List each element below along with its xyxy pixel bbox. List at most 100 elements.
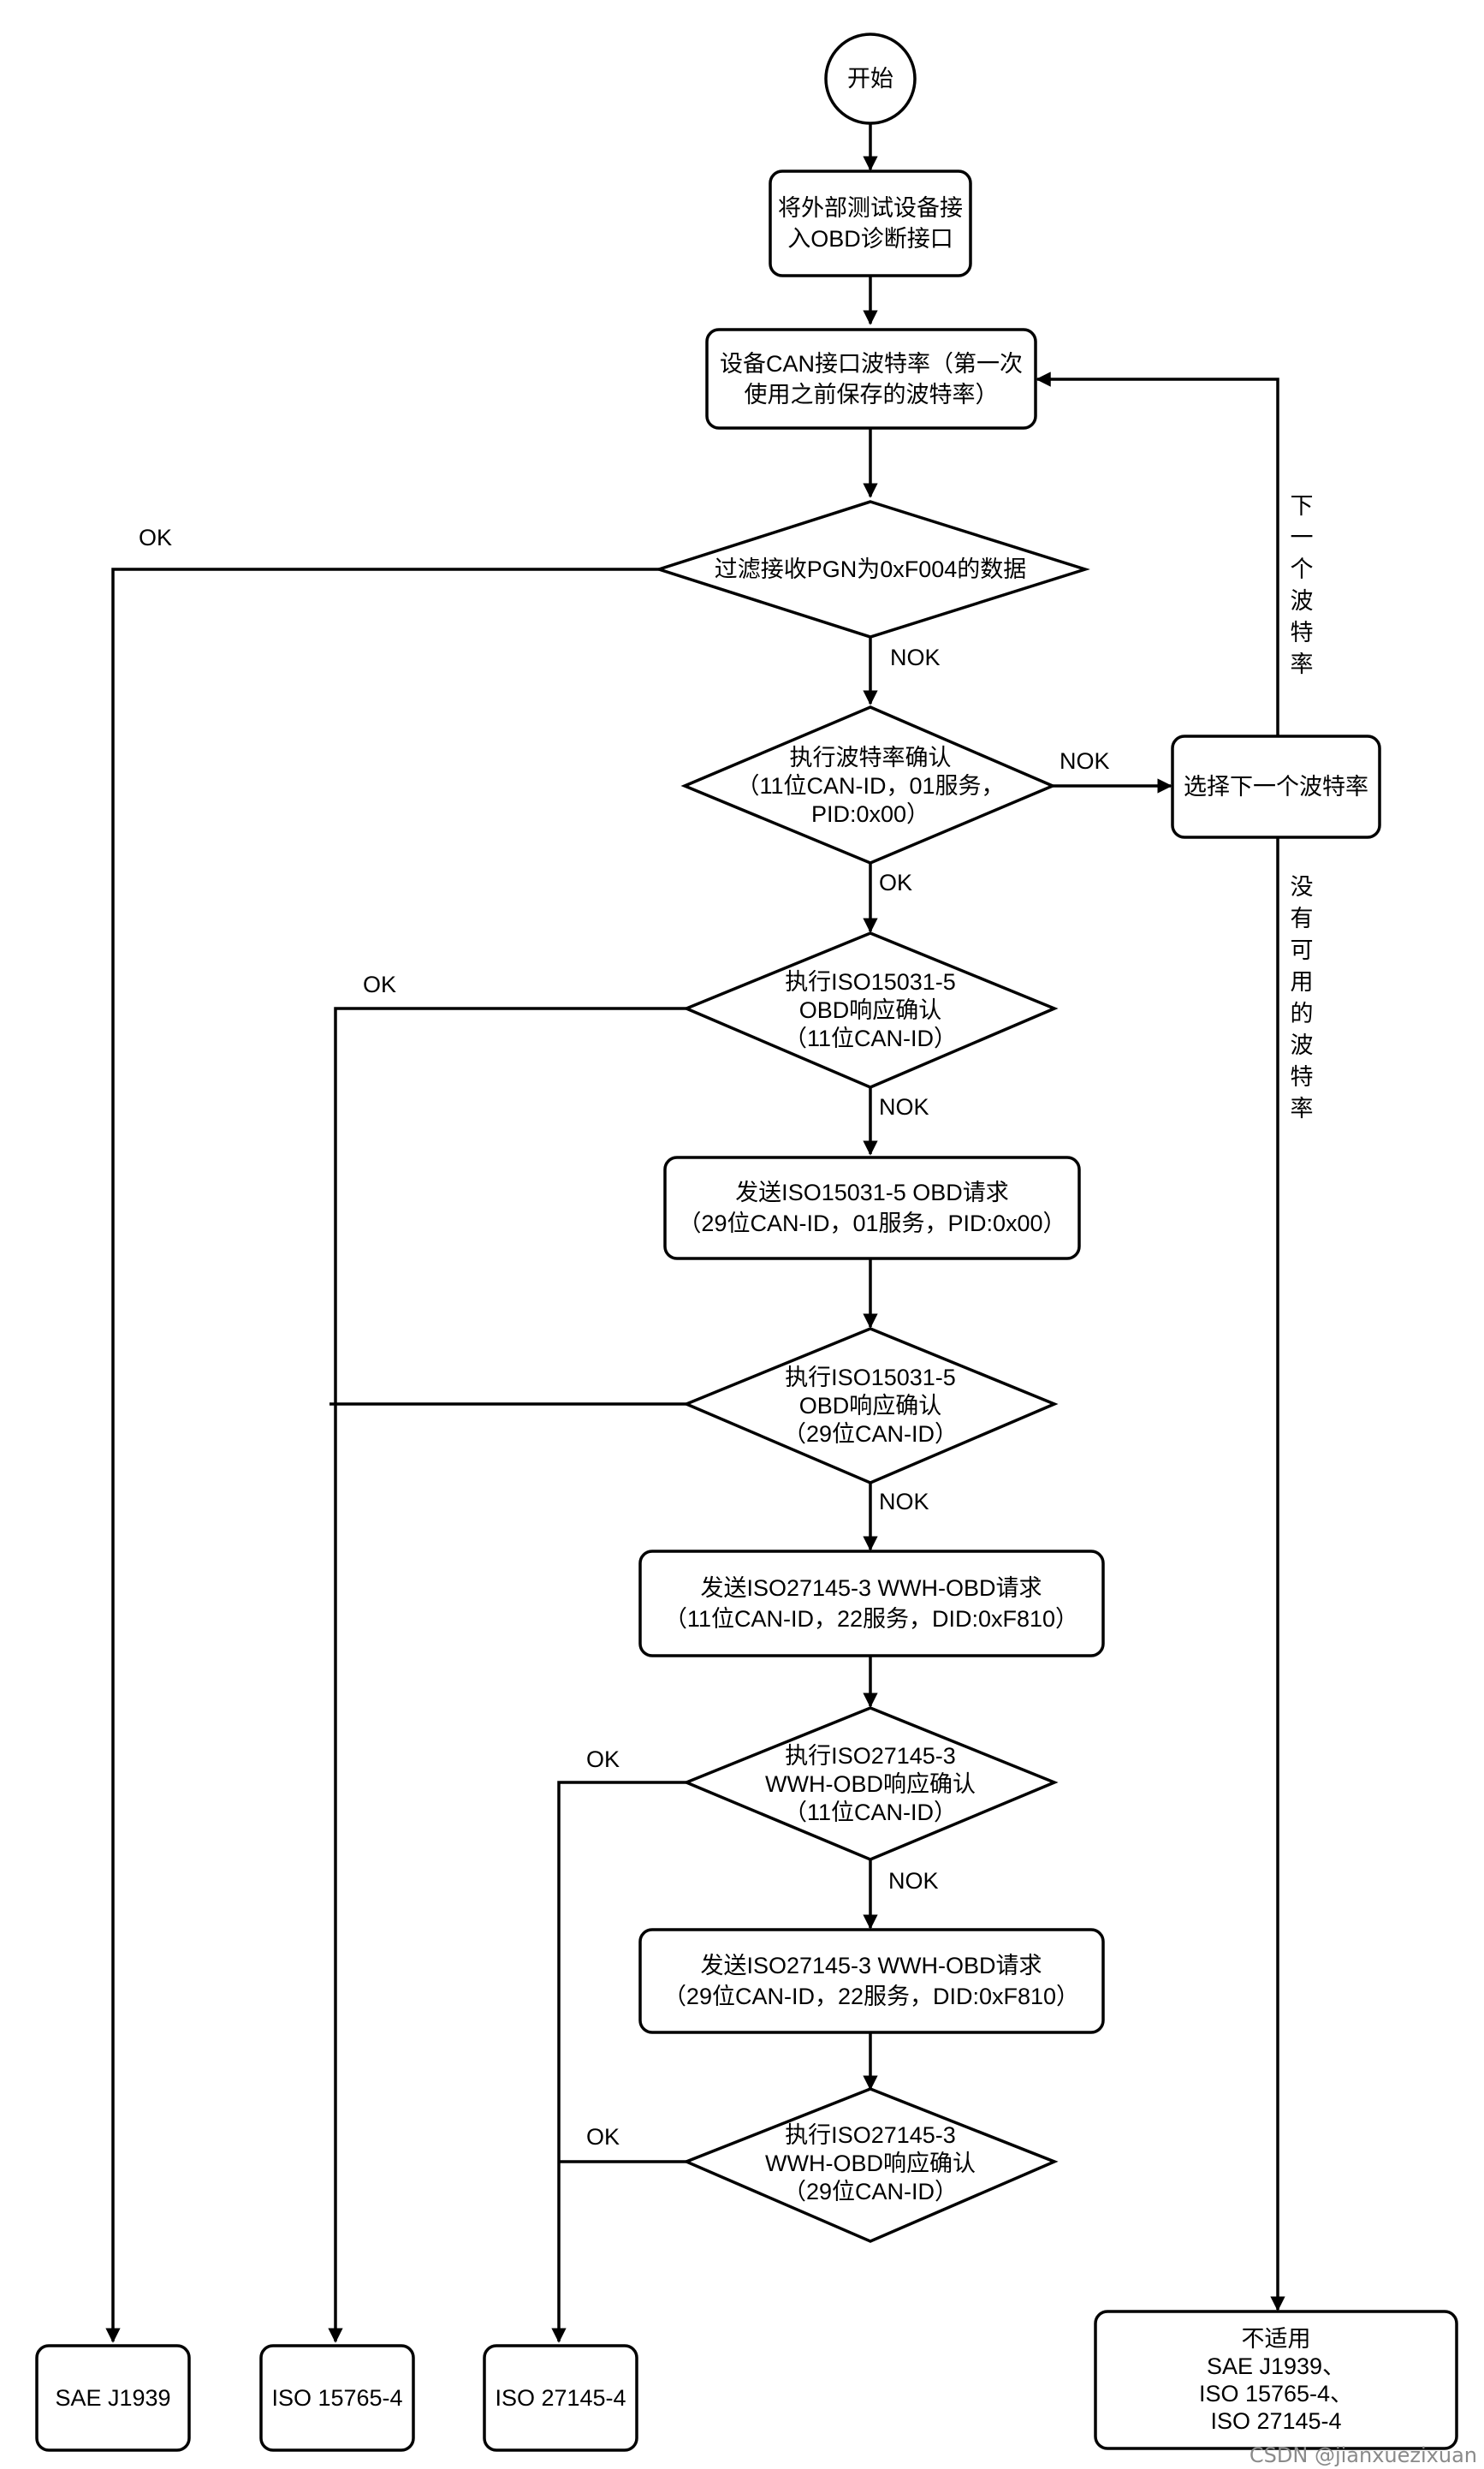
node-connect: 将外部测试设备接入OBD诊断接口 xyxy=(769,170,972,277)
text-line: （29位CAN-ID） xyxy=(783,2179,958,2204)
text-line: WWH-OBD响应确认 xyxy=(765,1771,976,1797)
watermark: CSDN @jianxuezixuan xyxy=(1250,2443,1477,2467)
text-line: 使用之前保存的波特率） xyxy=(745,382,999,408)
vertical-char: 特 xyxy=(1291,620,1314,646)
node-sae-j1939-text: SAE J1939 xyxy=(55,2385,170,2411)
node-set-baud: 设备CAN接口波特率（第一次使用之前保存的波特率） xyxy=(705,328,1037,430)
nodes: 开始 将外部测试设备接入OBD诊断接口 设备CAN接口波特率（第一次使用之前保存… xyxy=(35,33,1458,2452)
node-iso-27145-text: ISO 27145-4 xyxy=(495,2385,626,2411)
text-line: 执行ISO15031-5 xyxy=(785,969,956,995)
vertical-char: 没 xyxy=(1291,874,1314,900)
text-line: 执行ISO27145-3 xyxy=(785,1743,956,1769)
label-nok-iso27145-11: NOK xyxy=(888,1868,939,1894)
text-line: ISO 27145-4 xyxy=(1210,2408,1341,2434)
label-ok-filter: OK xyxy=(139,525,172,550)
node-iso-15765-text: ISO 15765-4 xyxy=(271,2385,402,2411)
text-line: 过滤接收PGN为0xF004的数据 xyxy=(715,556,1027,582)
node-start-text: 开始 xyxy=(847,66,893,92)
node-send-27145-11: 发送ISO27145-3 WWH-OBD请求（11位CAN-ID，22服务，DI… xyxy=(638,1550,1105,1657)
vertical-char: 用 xyxy=(1291,969,1314,995)
vertical-char: 个 xyxy=(1291,556,1314,582)
text-line: （29位CAN-ID） xyxy=(783,1421,958,1447)
node-send-15031-29-text: 发送ISO15031-5 OBD请求 （29位CAN-ID，01服务，PID:0x… xyxy=(678,1180,1066,1236)
edge-labels: OK NOK NOK OK OK NOK NOK OK NOK OK 下一个波特… xyxy=(139,493,1314,2150)
label-nok-baud: NOK xyxy=(1060,748,1110,774)
text-line: 入OBD诊断接口 xyxy=(787,226,953,252)
text-line: 执行ISO27145-3 xyxy=(785,2122,956,2148)
vertical-char: 可 xyxy=(1291,937,1314,963)
text-line: 发送ISO15031-5 OBD请求 xyxy=(735,1180,1009,1205)
node-baud-confirm-text: 执行波特率确认 （11位CAN-ID，01服务，PID:0x00） xyxy=(736,745,1004,827)
label-ok-iso27145-11: OK xyxy=(586,1746,620,1772)
node-send-27145-11-text: 发送ISO27145-3 WWH-OBD请求（11位CAN-ID，22服务，DI… xyxy=(664,1575,1078,1632)
node-sae-j1939: SAE J1939 xyxy=(35,2344,191,2452)
text-line: 执行ISO15031-5 xyxy=(785,1365,956,1390)
vertical-char: 波 xyxy=(1291,588,1314,614)
edge-selectnext-setbaud xyxy=(1036,372,1279,736)
text-line: 将外部测试设备接 xyxy=(778,195,963,221)
node-start: 开始 xyxy=(824,33,917,125)
edge-iso15031-11-iso15765 xyxy=(328,1007,686,2343)
node-set-baud-text: 设备CAN接口波特率（第一次使用之前保存的波特率） xyxy=(720,351,1023,408)
node-baud-confirm: 执行波特率确认 （11位CAN-ID，01服务，PID:0x00） xyxy=(680,705,1057,865)
vertical-char: 有 xyxy=(1291,906,1314,931)
node-select-next: 选择下一个波特率 xyxy=(1171,735,1381,839)
text-line: OBD响应确认 xyxy=(799,997,942,1023)
text-line: SAE J1939 xyxy=(55,2385,170,2411)
node-send-27145-29-text: 发送ISO27145-3 WWH-OBD请求 （29位CAN-ID，22服务，DI… xyxy=(663,1953,1079,2009)
text-line: （11位CAN-ID，01服务， xyxy=(736,773,1004,799)
vertical-char: 特 xyxy=(1291,1064,1314,1090)
node-iso-27145: ISO 27145-4 xyxy=(483,2344,638,2452)
node-send-27145-29: 发送ISO27145-3 WWH-OBD请求 （29位CAN-ID，22服务，DI… xyxy=(638,1928,1105,2034)
label-nok-filter: NOK xyxy=(890,645,941,670)
text-line: 发送ISO27145-3 WWH-OBD请求 xyxy=(700,1953,1042,1978)
text-line: 执行波特率确认 xyxy=(790,745,952,770)
text-line: 选择下一个波特率 xyxy=(1184,774,1368,800)
text-line: OBD响应确认 xyxy=(799,1393,942,1419)
vertical-char: 率 xyxy=(1291,1096,1314,1121)
vertical-char: 下 xyxy=(1291,493,1314,519)
label-next-baud-vertical: 下一个波特率 xyxy=(1291,493,1314,677)
label-ok-iso15031-11: OK xyxy=(363,972,396,997)
vertical-char: 率 xyxy=(1291,651,1314,677)
text-line: ISO 27145-4 xyxy=(495,2385,626,2411)
vertical-char: 的 xyxy=(1291,1001,1314,1026)
text-line: （11位CAN-ID） xyxy=(784,1800,957,1825)
node-filter-pgn: 过滤接收PGN为0xF004的数据 xyxy=(654,500,1090,639)
label-no-baud-vertical: 没有可用的波特率 xyxy=(1291,874,1314,1121)
text-line: WWH-OBD响应确认 xyxy=(765,2151,976,2176)
text-line: PID:0x00） xyxy=(811,801,929,827)
label-ok-iso27145-29: OK xyxy=(586,2124,620,2150)
label-nok-iso15031-11: NOK xyxy=(879,1094,929,1120)
text-line: ISO 15765-4 xyxy=(271,2385,402,2411)
edge-iso27145-11-iso27145 xyxy=(551,1781,686,2343)
vertical-char: 波 xyxy=(1291,1032,1314,1058)
text-line: ISO 15765-4、 xyxy=(1199,2381,1353,2407)
text-line: 不适用 xyxy=(1242,2326,1311,2352)
node-select-next-text: 选择下一个波特率 xyxy=(1184,774,1368,800)
node-iso-15765: ISO 15765-4 xyxy=(259,2344,415,2452)
edge-filter-sae xyxy=(105,568,659,2343)
text-line: 设备CAN接口波特率（第一次 xyxy=(720,351,1023,377)
text-line: （11位CAN-ID，22服务，DID:0xF810） xyxy=(664,1606,1078,1632)
text-line: （29位CAN-ID，22服务，DID:0xF810） xyxy=(663,1984,1079,2009)
node-send-15031-29: 发送ISO15031-5 OBD请求 （29位CAN-ID，01服务，PID:0x… xyxy=(663,1156,1081,1260)
label-ok-baud: OK xyxy=(879,870,912,895)
node-connect-text: 将外部测试设备接入OBD诊断接口 xyxy=(778,195,963,252)
vertical-char: 一 xyxy=(1291,525,1314,550)
node-filter-pgn-text: 过滤接收PGN为0xF004的数据 xyxy=(715,556,1027,582)
text-line: SAE J1939、 xyxy=(1207,2353,1345,2379)
text-line: （29位CAN-ID，01服务，PID:0x00） xyxy=(678,1211,1066,1236)
label-nok-iso15031-29: NOK xyxy=(879,1489,929,1514)
